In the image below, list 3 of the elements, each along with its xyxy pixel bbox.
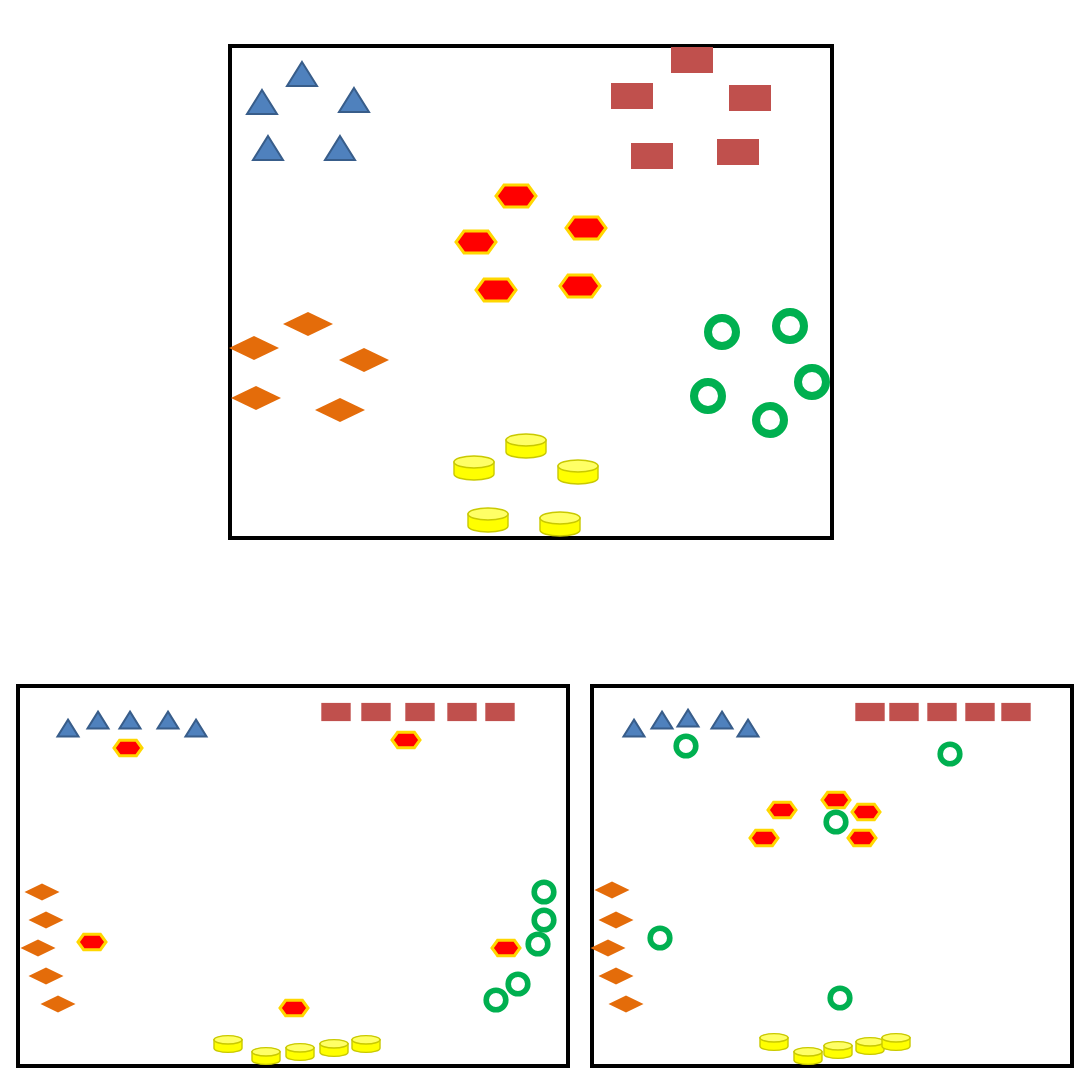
- panel-frame: [16, 684, 570, 1068]
- panel-frame: [228, 44, 834, 540]
- panel-frame: [590, 684, 1074, 1068]
